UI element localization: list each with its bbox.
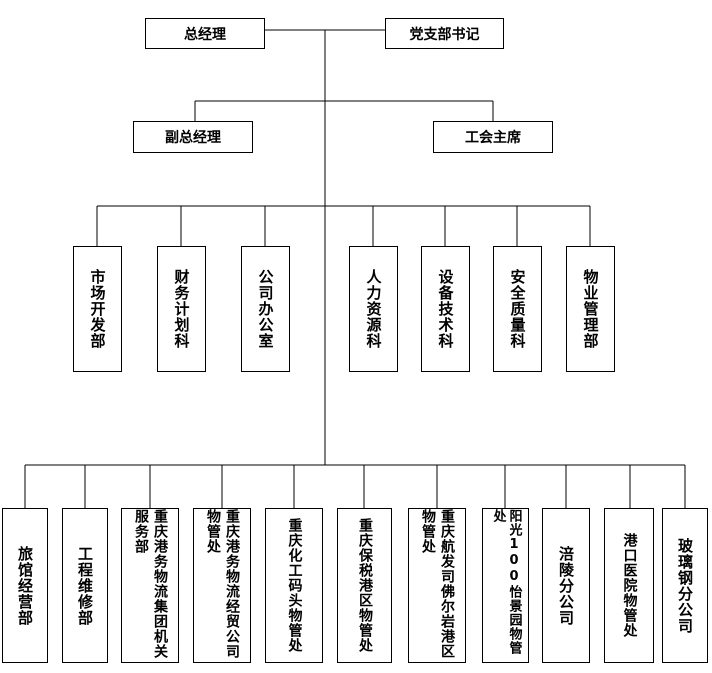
node-label: 重庆港务物流经贸公司物管处 [205,509,240,659]
node-dept-property: 物业管理部 [566,246,615,372]
node-label: 设备技术科 [436,269,455,349]
node-label: 重庆化工码头物管处 [286,518,303,653]
node-dept-safety: 安全质量科 [493,246,542,372]
node-dept-hr: 人力资源科 [349,246,398,372]
node-label: 公司办公室 [256,269,275,349]
node-party-secretary: 党支部书记 [385,18,504,49]
node-label: 人力资源科 [364,269,383,349]
node-dept-equipment: 设备技术科 [421,246,470,372]
node-unit-bonded-port: 重庆保税港区物管处 [337,508,392,663]
node-general-manager: 总经理 [145,18,265,49]
node-unit-fiberglass: 玻璃钢分公司 [662,508,708,663]
node-label: 阳光100怡景园物管处 [490,509,522,655]
node-label: 玻璃钢分公司 [676,537,694,634]
node-label: 重庆港务物流集团机关服务部 [133,509,168,659]
node-unit-engineering: 工程维修部 [62,508,108,663]
node-dept-market: 市场开发部 [73,246,122,372]
node-label: 重庆保税港区物管处 [357,518,373,653]
node-unit-logistics-trade: 重庆港务物流经贸公司物管处 [193,508,251,663]
node-deputy-general-manager: 副总经理 [133,121,253,153]
node-unit-port-hospital: 港口医院物管处 [604,508,654,663]
node-label: 总经理 [184,26,226,43]
node-label: 港口医院物管处 [621,533,638,638]
node-unit-yangguang: 阳光100怡景园物管处 [482,508,529,663]
node-unit-fuer-yan: 重庆航发司佛尔岩港区物管处 [408,508,466,663]
node-label: 重庆航发司佛尔岩港区物管处 [420,509,455,659]
node-unit-fuling: 涪陵分公司 [542,508,590,663]
node-label: 涪陵分公司 [557,545,575,626]
node-dept-office: 公司办公室 [241,246,290,372]
node-union-chairman: 工会主席 [433,121,553,153]
node-label: 副总经理 [165,130,221,146]
node-label: 市场开发部 [88,269,107,349]
node-label: 旅馆经营部 [16,545,34,626]
node-label: 财务计划科 [172,269,191,349]
node-label: 工会主席 [465,130,521,146]
node-unit-chemical-wharf: 重庆化工码头物管处 [265,508,323,663]
node-dept-finance: 财务计划科 [157,246,206,372]
node-label: 物业管理部 [581,269,600,349]
node-label: 党支部书记 [409,26,480,43]
node-unit-logistics-group: 重庆港务物流集团机关服务部 [121,508,179,663]
node-label: 工程维修部 [76,545,94,626]
node-label: 安全质量科 [508,269,527,349]
node-unit-hotel: 旅馆经营部 [2,508,48,663]
